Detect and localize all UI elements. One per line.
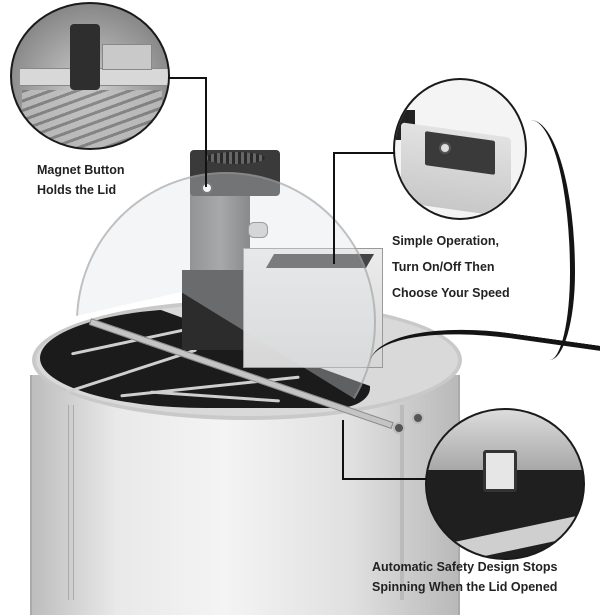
connector-line bbox=[333, 152, 395, 154]
speed-knob-icon bbox=[439, 142, 451, 154]
safety-switch-icon bbox=[483, 450, 517, 492]
product-image: Magnet Button Holds the Lid Simple Opera… bbox=[10, 2, 600, 615]
drum-seam bbox=[400, 405, 404, 600]
label-line: Holds the Lid bbox=[37, 183, 117, 197]
magnet-label: Magnet Button Holds the Lid bbox=[37, 160, 124, 200]
connector-line bbox=[342, 478, 427, 480]
valve bbox=[393, 422, 405, 434]
connector-line bbox=[342, 420, 344, 480]
label-line: Choose Your Speed bbox=[392, 286, 510, 300]
connector-line bbox=[168, 77, 206, 79]
label-line: Turn On/Off Then bbox=[392, 260, 495, 274]
label-line: Spinning When the Lid Opened bbox=[372, 580, 558, 594]
connector-line bbox=[205, 77, 207, 187]
drum-seam bbox=[68, 405, 74, 600]
valve bbox=[412, 412, 424, 424]
safety-label: Automatic Safety Design Stops Spinning W… bbox=[372, 557, 557, 597]
operation-label: Simple Operation, Turn On/Off Then Choos… bbox=[392, 228, 510, 306]
vent-grill bbox=[205, 152, 265, 164]
label-line: Automatic Safety Design Stops bbox=[372, 560, 558, 574]
label-line: Magnet Button bbox=[37, 163, 125, 177]
motor bbox=[70, 24, 100, 90]
safety-detail-inset bbox=[425, 408, 585, 560]
basket bbox=[22, 90, 162, 148]
power-cable bbox=[505, 120, 575, 360]
label-line: Simple Operation, bbox=[392, 234, 499, 248]
connector-line bbox=[333, 152, 335, 264]
magnet-detail-inset bbox=[10, 2, 170, 150]
control-detail-inset bbox=[393, 78, 527, 220]
control-box bbox=[102, 44, 152, 70]
